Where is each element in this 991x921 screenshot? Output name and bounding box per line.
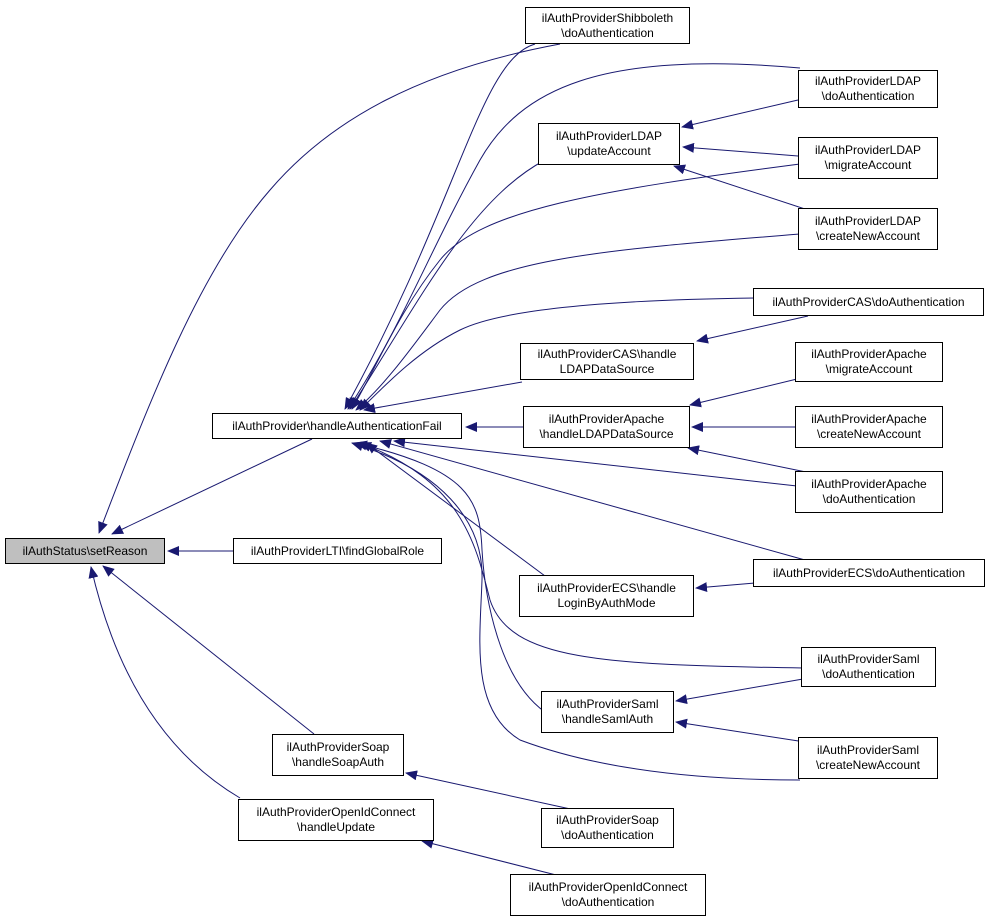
edge-casDoAuth-to-handleAuthFail bbox=[359, 297, 756, 411]
node-ldapDoAuth[interactable]: ilAuthProviderLDAP\doAuthentication bbox=[798, 70, 938, 108]
node-label-line: \updateAccount bbox=[567, 144, 651, 158]
edge-shibDoAuth-to-setReason bbox=[98, 43, 561, 534]
node-label-line: LoginByAuthMode bbox=[557, 596, 656, 610]
node-apacheCreate[interactable]: ilAuthProviderApache\createNewAccount bbox=[795, 406, 943, 448]
node-label-line: ilAuthProviderLTI\findGlobalRole bbox=[250, 543, 425, 558]
edge-samlDoAuth-to-handleAuthFail bbox=[359, 442, 804, 669]
edge-oidcHandleUpdate-to-setReason bbox=[88, 566, 241, 799]
node-label-line: \handleSoapAuth bbox=[291, 755, 385, 769]
node-label-line: ilAuthProviderSoap bbox=[556, 813, 659, 827]
edge-casDoAuth-to-casHandleLdap bbox=[696, 315, 809, 344]
node-label-line: ilAuthProviderCAS\doAuthentication bbox=[772, 294, 965, 309]
node-apacheDoAuth[interactable]: ilAuthProviderApache\doAuthentication bbox=[795, 471, 943, 513]
node-ecsDoAuth[interactable]: ilAuthProviderECS\doAuthentication bbox=[753, 559, 985, 587]
node-label-line: ilAuthProviderSaml bbox=[556, 697, 659, 711]
edge-samlHandleAuth-to-handleAuthFail bbox=[355, 440, 546, 713]
node-oidcDoAuth[interactable]: ilAuthProviderOpenIdConnect\doAuthentica… bbox=[510, 874, 706, 916]
node-label-line: \doAuthentication bbox=[822, 667, 915, 681]
node-samlCreate[interactable]: ilAuthProviderSaml\createNewAccount bbox=[798, 737, 938, 779]
edge-apacheDoAuth-to-handleAuthFail bbox=[393, 437, 798, 487]
edge-apacheMigrate-to-apacheHandleLdap bbox=[689, 378, 798, 408]
node-label-line: ilAuthProvider\handleAuthenticationFail bbox=[232, 418, 442, 433]
node-soapDoAuth[interactable]: ilAuthProviderSoap\doAuthentication bbox=[541, 808, 674, 848]
edge-shibDoAuth-to-handleAuthFail bbox=[344, 43, 536, 410]
edge-ecsDoAuth-to-handleAuthFail bbox=[379, 439, 806, 561]
node-label-line: ilAuthProviderECS\doAuthentication bbox=[772, 565, 966, 580]
node-label-line: ilAuthProviderLDAP bbox=[814, 143, 922, 157]
node-label-line: \doAuthentication bbox=[822, 492, 916, 506]
node-casDoAuth[interactable]: ilAuthProviderCAS\doAuthentication bbox=[753, 288, 984, 316]
node-label-line: \doAuthentication bbox=[821, 89, 915, 103]
edge-soapDoAuth-to-soapHandleSoapAuth bbox=[405, 770, 576, 811]
node-ldapMigrate[interactable]: ilAuthProviderLDAP\migrateAccount bbox=[798, 137, 938, 179]
edge-samlCreate-to-samlHandleAuth bbox=[675, 718, 806, 743]
node-label-line: \doAuthentication bbox=[561, 895, 655, 909]
edge-ecsDoAuth-to-ecsHandleLogin bbox=[695, 582, 756, 593]
node-label-line: ilAuthProviderOpenIdConnect bbox=[528, 880, 688, 894]
node-apacheHandleLdap[interactable]: ilAuthProviderApache\handleLDAPDataSourc… bbox=[523, 406, 690, 448]
node-label-line: \migrateAccount bbox=[825, 362, 913, 376]
node-label-line: \handleLDAPDataSource bbox=[539, 427, 674, 441]
node-label-line: ilAuthProviderApache bbox=[811, 347, 927, 361]
node-label-line: ilAuthProviderCAS\handle bbox=[537, 346, 677, 361]
edge-samlDoAuth-to-samlHandleAuth bbox=[675, 678, 804, 705]
node-ltiFindGlobalRole[interactable]: ilAuthProviderLTI\findGlobalRole bbox=[233, 538, 442, 564]
node-label-line: \migrateAccount bbox=[824, 158, 912, 172]
node-label-line: LDAPDataSource bbox=[559, 361, 655, 376]
edge-oidcDoAuth-to-oidcHandleUpdate bbox=[421, 838, 561, 877]
node-label-line: \doAuthentication bbox=[561, 25, 654, 40]
edge-samlCreate-to-handleAuthFail bbox=[351, 441, 801, 781]
node-label-line: \handleUpdate bbox=[296, 820, 376, 834]
node-samlHandleAuth[interactable]: ilAuthProviderSaml\handleSamlAuth bbox=[541, 691, 674, 733]
node-label-line: ilAuthStatus\setReason bbox=[22, 543, 148, 558]
node-label-line: \doAuthentication bbox=[561, 828, 654, 842]
edge-ldapMigrate-to-ldapUpdateAccount bbox=[682, 142, 799, 157]
node-apacheMigrate[interactable]: ilAuthProviderApache\migrateAccount bbox=[795, 342, 943, 382]
node-handleAuthFail[interactable]: ilAuthProvider\handleAuthenticationFail bbox=[212, 413, 462, 439]
edge-casHandleLdap-to-handleAuthFail bbox=[363, 381, 523, 414]
edge-ldapMigrate-to-handleAuthFail bbox=[351, 163, 801, 410]
edge-ldapCreate-to-handleAuthFail bbox=[355, 233, 801, 411]
node-oidcHandleUpdate[interactable]: ilAuthProviderOpenIdConnect\handleUpdate bbox=[238, 799, 434, 841]
node-label-line: ilAuthProviderApache bbox=[811, 477, 927, 491]
node-label-line: ilAuthProviderSaml bbox=[817, 652, 920, 666]
node-soapHandleSoapAuth[interactable]: ilAuthProviderSoap\handleSoapAuth bbox=[272, 734, 404, 776]
node-label-line: ilAuthProviderLDAP bbox=[814, 74, 922, 88]
node-label-line: \createNewAccount bbox=[816, 427, 922, 441]
node-label-line: ilAuthProviderLDAP bbox=[555, 129, 663, 143]
edge-ldapUpdateAccount-to-handleAuthFail bbox=[349, 159, 546, 410]
node-ldapUpdateAccount[interactable]: ilAuthProviderLDAP\updateAccount bbox=[538, 123, 680, 165]
node-label-line: ilAuthProviderApache bbox=[548, 412, 665, 426]
edge-ldapCreate-to-ldapUpdateAccount bbox=[673, 164, 809, 211]
node-label-line: ilAuthProviderLDAP bbox=[814, 214, 922, 228]
node-label-line: ilAuthProviderApache bbox=[811, 412, 927, 426]
node-label-line: \createNewAccount bbox=[815, 758, 921, 772]
edge-apacheDoAuth-to-apacheHandleLdap bbox=[687, 445, 807, 473]
node-samlDoAuth[interactable]: ilAuthProviderSaml\doAuthentication bbox=[801, 647, 936, 687]
node-shibDoAuth[interactable]: ilAuthProviderShibboleth\doAuthenticatio… bbox=[525, 7, 690, 44]
node-label-line: \handleSamlAuth bbox=[561, 712, 654, 726]
node-label-line: ilAuthProviderOpenIdConnect bbox=[256, 805, 416, 819]
edge-handleAuthFail-to-setReason bbox=[111, 438, 313, 535]
node-label-line: ilAuthProviderShibboleth bbox=[541, 10, 674, 25]
node-label-line: ilAuthProviderSoap bbox=[286, 740, 390, 754]
node-setReason: ilAuthStatus\setReason bbox=[5, 538, 165, 564]
edge-ldapDoAuth-to-ldapUpdateAccount bbox=[681, 99, 799, 130]
edge-soapHandleSoapAuth-to-setReason bbox=[102, 565, 315, 735]
node-ldapCreate[interactable]: ilAuthProviderLDAP\createNewAccount bbox=[798, 208, 938, 250]
node-label-line: ilAuthProviderECS\handle bbox=[537, 581, 676, 595]
edge-ecsHandleLogin-to-handleAuthFail bbox=[365, 442, 546, 577]
node-label-line: \createNewAccount bbox=[815, 229, 921, 243]
node-label-line: ilAuthProviderSaml bbox=[816, 743, 920, 757]
